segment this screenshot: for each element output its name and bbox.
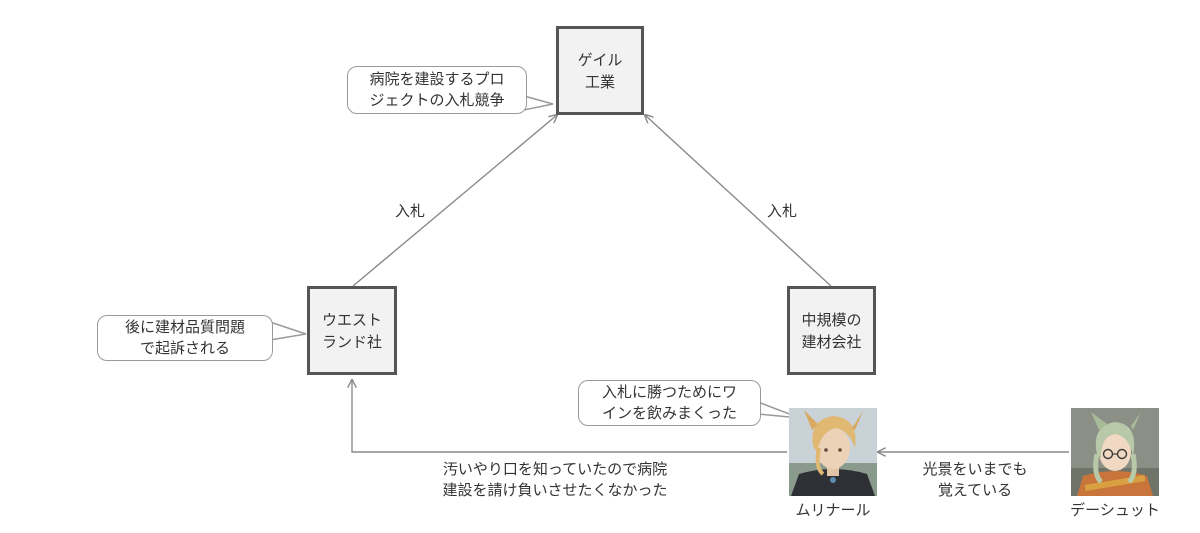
edge-midsize-to-gail xyxy=(645,115,832,287)
node-midsize-building-company: 中規模の 建材会社 xyxy=(787,286,876,375)
callout-westland-note-text: 後に建材品質問題 で起訴される xyxy=(124,318,245,357)
node-gail-label: ゲイル 工業 xyxy=(577,50,623,91)
node-westland: ウエスト ランド社 xyxy=(307,286,397,375)
callout-gail-note: 病院を建設するプロ ジェクトの入札競争 xyxy=(347,66,527,114)
dashut-portrait xyxy=(1071,408,1159,496)
node-midsize-label: 中規模の 建材会社 xyxy=(801,310,862,351)
node-westland-label: ウエスト ランド社 xyxy=(321,310,382,351)
callout-tail-gail xyxy=(523,95,554,111)
edge-label-westland-bid: 入札 xyxy=(394,202,425,220)
callout-murinal-note: 入札に勝つためにワ インを飲みまくった xyxy=(578,380,761,426)
dashut-name: デーシュット xyxy=(1070,501,1160,519)
edge-label-murinal-to-westland: 汚いやり口を知っていたので病院 建設を請け負いさせたくなかった xyxy=(442,460,668,499)
murinal-portrait xyxy=(789,408,877,496)
callout-gail-note-text: 病院を建設するプロ ジェクトの入札競争 xyxy=(369,70,505,109)
murinal-name: ムリナール xyxy=(795,501,871,519)
edge-label-dashut-to-murinal: 光景をいまでも 覚えている xyxy=(922,460,1028,499)
edge-murinal-to-westland xyxy=(352,380,787,453)
callout-murinal-note-text: 入札に勝つためにワ インを飲みまくった xyxy=(601,383,737,422)
edge-westland-to-gail xyxy=(352,115,557,287)
node-gail-industries: ゲイル 工業 xyxy=(556,26,644,115)
callout-westland-note: 後に建材品質問題 で起訴される xyxy=(97,315,273,361)
edge-label-midsize-bid: 入札 xyxy=(766,202,797,220)
callout-tail-westland xyxy=(269,320,307,341)
